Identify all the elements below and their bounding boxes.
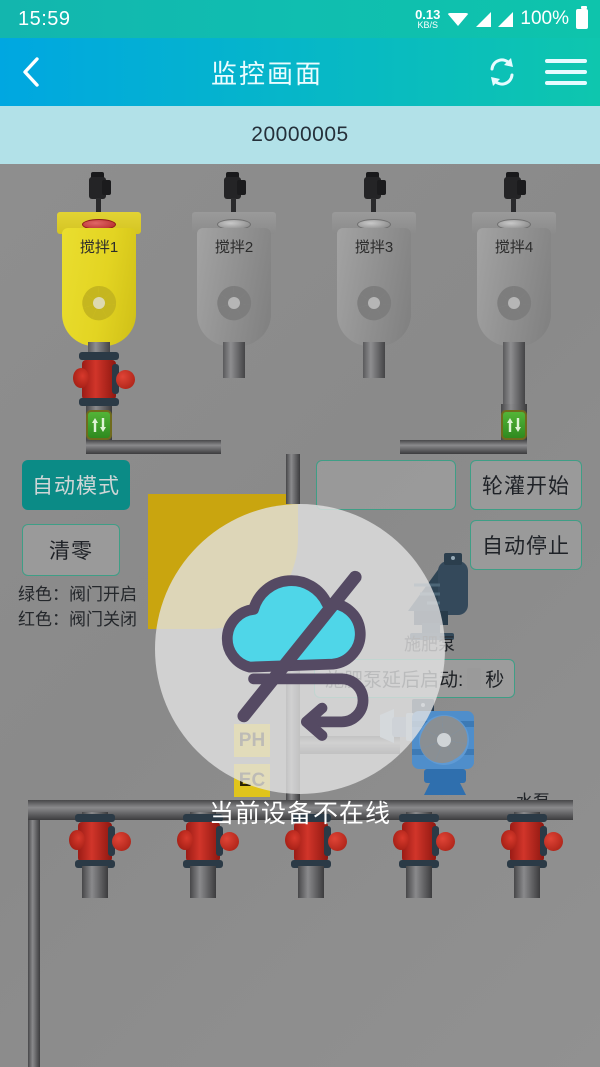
valve-handle[interactable] — [432, 826, 439, 856]
valve-collar-bottom — [291, 860, 331, 868]
mixer-outlet-pipe — [223, 342, 245, 378]
valve-knob[interactable] — [220, 832, 239, 851]
valve-collar-top — [79, 352, 119, 360]
valve-bulge — [69, 830, 85, 850]
hidden-middle-button[interactable] — [316, 460, 456, 510]
status-icons: 0.13 KB/S 100% — [415, 6, 588, 30]
auto-mode-button[interactable]: 自动模式 — [22, 460, 130, 510]
zone-downpipe — [298, 866, 324, 898]
status-time: 15:59 — [18, 7, 71, 30]
valve-bulge — [393, 830, 409, 850]
zone-downpipe — [190, 866, 216, 898]
flow-indicator-1[interactable] — [86, 410, 112, 440]
chevron-left-icon — [23, 57, 39, 87]
mixer-label: 搅拌2 — [214, 239, 254, 256]
valve-collar-top — [75, 814, 115, 822]
flow-arrows-icon — [507, 418, 521, 432]
flow-arrows-icon — [92, 418, 106, 432]
valve-collar-bottom — [75, 860, 115, 868]
fert-delay-value[interactable] — [467, 667, 482, 690]
valve-handle[interactable] — [112, 364, 119, 394]
valve-handle[interactable] — [324, 826, 331, 856]
mixer-motor-icon — [361, 172, 387, 214]
signal-icon-2 — [498, 11, 514, 27]
valve-knob[interactable] — [116, 370, 135, 389]
mixer-label: 搅拌1 — [79, 239, 119, 256]
impeller-icon — [357, 285, 392, 321]
mixer-motor-icon — [501, 172, 527, 214]
offline-message: 当前设备不在线 — [208, 800, 391, 828]
mixer-label: 搅拌4 — [494, 239, 534, 256]
flow-indicator-4[interactable] — [501, 410, 527, 440]
legend-line-red: 红色：阀门关闭 — [18, 610, 137, 629]
water-pump[interactable] — [378, 699, 498, 799]
valve-collar-top — [507, 814, 547, 822]
battery-percent: 100% — [520, 8, 569, 29]
valve-bulge — [501, 830, 517, 850]
cycle-start-button[interactable]: 轮灌开始 — [470, 460, 582, 510]
valve-bulge — [285, 830, 301, 850]
zone-downpipe — [406, 866, 432, 898]
mixer-label: 搅拌3 — [354, 239, 394, 256]
signal-icon — [476, 11, 492, 27]
valve-knob[interactable] — [112, 832, 131, 851]
cloud-offline-icon — [221, 570, 368, 741]
valve-bulge — [73, 368, 89, 388]
mixer-motor-icon — [221, 172, 247, 214]
device-id-bar: 20000005 — [0, 106, 600, 164]
water-pump-icon — [380, 699, 474, 795]
main-down-pipe-top — [286, 454, 300, 504]
app-header: 监控画面 — [0, 38, 600, 106]
auto-stop-button[interactable]: 自动停止 — [470, 520, 582, 570]
page-title: 监控画面 — [210, 58, 323, 89]
valve-collar-top — [399, 814, 439, 822]
device-id: 20000005 — [251, 123, 349, 146]
battery-icon — [576, 6, 588, 29]
fert-delay-unit: 秒 — [485, 670, 505, 691]
impeller-icon — [217, 285, 252, 321]
impeller-icon — [497, 285, 532, 321]
valve-collar-bottom — [399, 860, 439, 868]
valve-collar-bottom — [79, 398, 119, 406]
status-bar: 15:59 0.13 KB/S 100% — [0, 0, 600, 38]
zone-downpipe — [514, 866, 540, 898]
network-rate-unit: KB/S — [417, 20, 438, 30]
pipe-header-left — [86, 440, 221, 454]
valve-collar-top — [183, 814, 223, 822]
refresh-button[interactable] — [472, 38, 532, 106]
valve-handle[interactable] — [540, 826, 547, 856]
pipe-header-right — [400, 440, 527, 454]
valve-color-legend: 绿色：阀门开启 红色：阀门关闭 — [18, 582, 137, 632]
impeller-icon — [82, 285, 117, 321]
valve-bulge — [177, 830, 193, 850]
valve-knob[interactable] — [544, 832, 563, 851]
network-rate-value: 0.13 — [415, 7, 441, 22]
valve-collar-top — [291, 814, 331, 822]
menu-button[interactable] — [532, 38, 600, 106]
mixer-motor-icon — [86, 172, 112, 214]
mixer-outlet-pipe — [363, 342, 385, 378]
back-button[interactable] — [0, 38, 62, 106]
zone-downpipe — [82, 866, 108, 898]
network-rate: 0.13 KB/S — [415, 8, 440, 30]
valve-collar-bottom — [507, 860, 547, 868]
mixer-outlet-pipe — [503, 342, 525, 420]
clear-button[interactable]: 清零 — [22, 524, 120, 576]
valve-knob[interactable] — [328, 832, 347, 851]
manifold-riser — [28, 800, 40, 1067]
refresh-icon — [490, 58, 514, 86]
hamburger-menu-icon — [545, 59, 587, 63]
legend-line-green: 绿色：阀门开启 — [18, 585, 137, 604]
valve-handle[interactable] — [216, 826, 223, 856]
valve-handle[interactable] — [108, 826, 115, 856]
scada-diagram: 搅拌1 — [0, 164, 600, 1067]
offline-overlay — [155, 504, 445, 794]
valve-knob[interactable] — [436, 832, 455, 851]
valve-collar-bottom — [183, 860, 223, 868]
wifi-icon — [447, 11, 470, 27]
